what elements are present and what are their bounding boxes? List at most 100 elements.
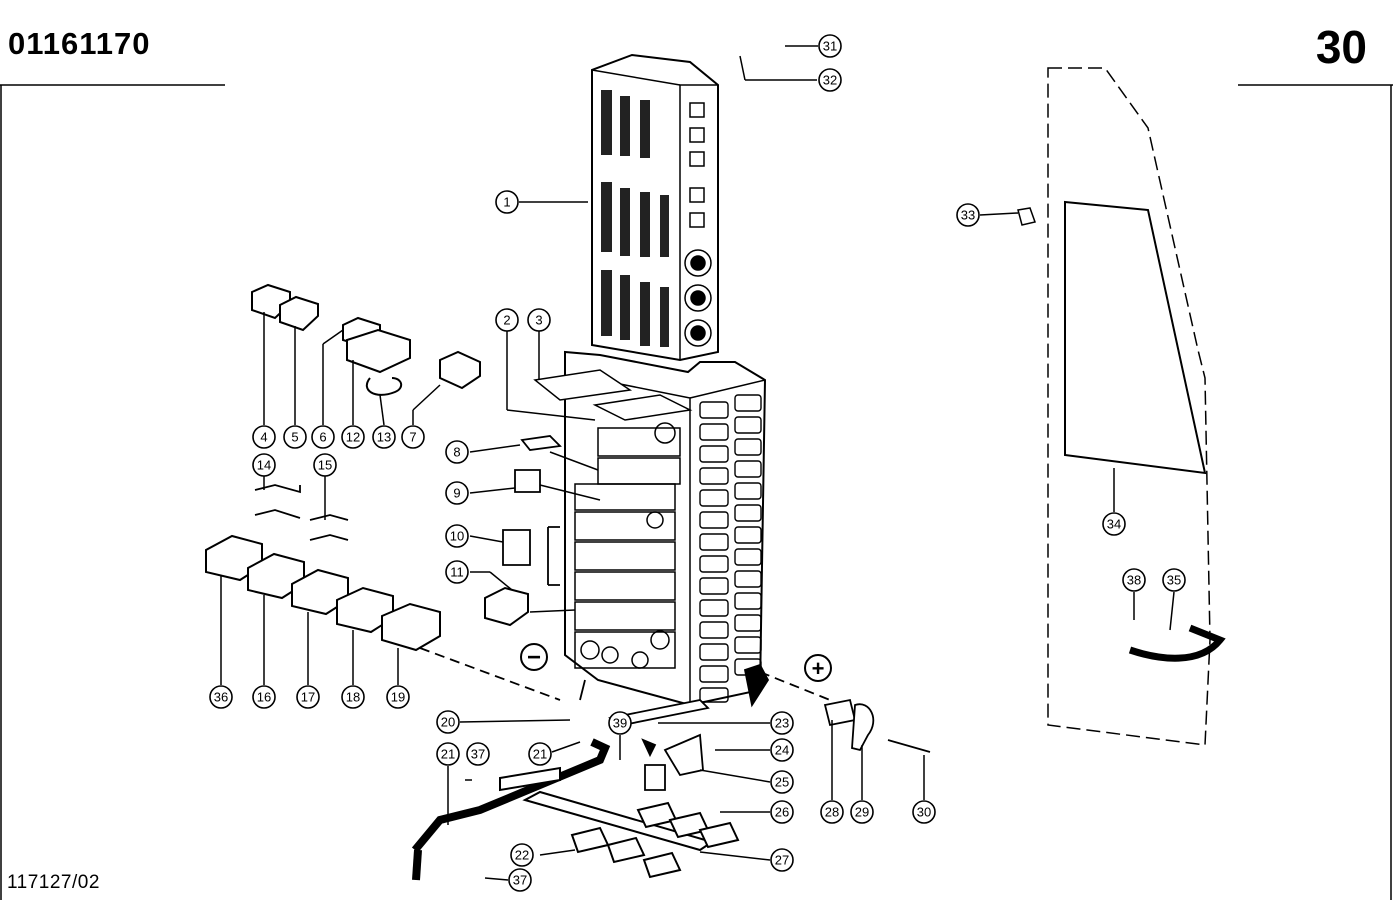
- callout-11: 11: [445, 560, 469, 584]
- callout-31: 31: [818, 34, 842, 58]
- callout-number: 34: [1107, 517, 1121, 532]
- callout-34: 34: [1102, 512, 1126, 536]
- callout-25: 25: [770, 770, 794, 794]
- part-number: 01161170: [8, 26, 151, 61]
- plus-symbol: +: [812, 656, 825, 681]
- callout-number: 23: [775, 716, 789, 731]
- callout-number: 19: [391, 690, 405, 705]
- callout-circle: [1102, 512, 1126, 536]
- callout-number: 36: [214, 690, 228, 705]
- callout-number: 27: [775, 853, 789, 868]
- relays-lower: [205, 534, 529, 652]
- callout-19: 19: [386, 685, 410, 709]
- callout-number: 4: [260, 430, 267, 445]
- callout-29: 29: [850, 800, 874, 824]
- callout-14: 14: [252, 453, 276, 477]
- relays-upper: [251, 283, 481, 396]
- callout-circle: [956, 203, 980, 227]
- callout-circle: [386, 685, 410, 709]
- callout-24: 24: [770, 738, 794, 762]
- small-components: [254, 435, 931, 791]
- callout-circle: [1122, 568, 1146, 592]
- callout-circle: [209, 685, 233, 709]
- callout-number: 18: [346, 690, 360, 705]
- callout-5: 5: [283, 425, 307, 449]
- callout-number: 6: [319, 430, 326, 445]
- callout-number: 12: [346, 430, 360, 445]
- callout-number: 20: [441, 715, 455, 730]
- callout-38: 38: [1122, 568, 1146, 592]
- callout-36: 36: [209, 685, 233, 709]
- callout-circle: [252, 453, 276, 477]
- callout-circle: [445, 524, 469, 548]
- callout-circle: [528, 742, 552, 766]
- callout-number: 2: [503, 313, 510, 328]
- callout-circle: [770, 848, 794, 872]
- callout-18: 18: [341, 685, 365, 709]
- callout-26: 26: [770, 800, 794, 824]
- callout-number: 28: [825, 805, 839, 820]
- ground-straps: [411, 624, 1226, 881]
- callout-number: 25: [775, 775, 789, 790]
- callout-number: 30: [917, 805, 931, 820]
- callout-circle: [1162, 568, 1186, 592]
- polarity-symbols: − +: [520, 643, 832, 682]
- callout-number: 7: [409, 430, 416, 445]
- callout-circle: [510, 843, 534, 867]
- callout-circle: [296, 685, 320, 709]
- callout-4: 4: [252, 425, 276, 449]
- callout-2: 2: [495, 308, 519, 332]
- callout-39: 39: [608, 711, 632, 735]
- callout-23: 23: [770, 711, 794, 735]
- callout-number: 11: [450, 565, 464, 580]
- callout-number: 5: [291, 430, 298, 445]
- callout-number: 1: [503, 195, 510, 210]
- callout-number: 3: [535, 313, 542, 328]
- callout-9: 9: [445, 481, 469, 505]
- callout-circle: [341, 685, 365, 709]
- callout-circle: [311, 425, 335, 449]
- callout-circle: [372, 425, 396, 449]
- callout-number: 21: [441, 747, 455, 762]
- callout-circle: [495, 308, 519, 332]
- callout-20: 20: [436, 710, 460, 734]
- drawing-number: 117127/02: [7, 872, 100, 893]
- callout-37: 37: [508, 868, 532, 892]
- callout-number: 14: [257, 458, 271, 473]
- connector-panel: [591, 53, 719, 362]
- sheet-border: [0, 84, 1393, 900]
- callout-16: 16: [252, 685, 276, 709]
- callout-8: 8: [445, 440, 469, 464]
- callout-21: 21: [436, 742, 460, 766]
- callout-circle: [820, 800, 844, 824]
- callout-number: 9: [453, 486, 460, 501]
- callout-circle: [252, 685, 276, 709]
- callout-circle: [818, 34, 842, 58]
- callout-35: 35: [1162, 568, 1186, 592]
- callout-10: 10: [445, 524, 469, 548]
- callout-number: 37: [471, 747, 485, 762]
- callout-7: 7: [401, 425, 425, 449]
- callout-circle: [912, 800, 936, 824]
- callout-21: 21: [528, 742, 552, 766]
- callout-number: 39: [613, 716, 627, 731]
- callout-22: 22: [510, 843, 534, 867]
- callout-number: 37: [513, 873, 527, 888]
- callout-number: 38: [1127, 573, 1141, 588]
- callout-circle: [445, 440, 469, 464]
- callout-30: 30: [912, 800, 936, 824]
- callout-circle: [341, 425, 365, 449]
- callout-number: 31: [823, 39, 837, 54]
- callout-circle: [436, 710, 460, 734]
- cover-panel: [1017, 67, 1211, 746]
- fuse-relay-box: [533, 350, 767, 707]
- callout-number: 17: [301, 690, 315, 705]
- callout-number: 32: [823, 73, 837, 88]
- callout-12: 12: [341, 425, 365, 449]
- callout-number: 35: [1167, 573, 1181, 588]
- callout-circle: [608, 711, 632, 735]
- callout-circle: [770, 800, 794, 824]
